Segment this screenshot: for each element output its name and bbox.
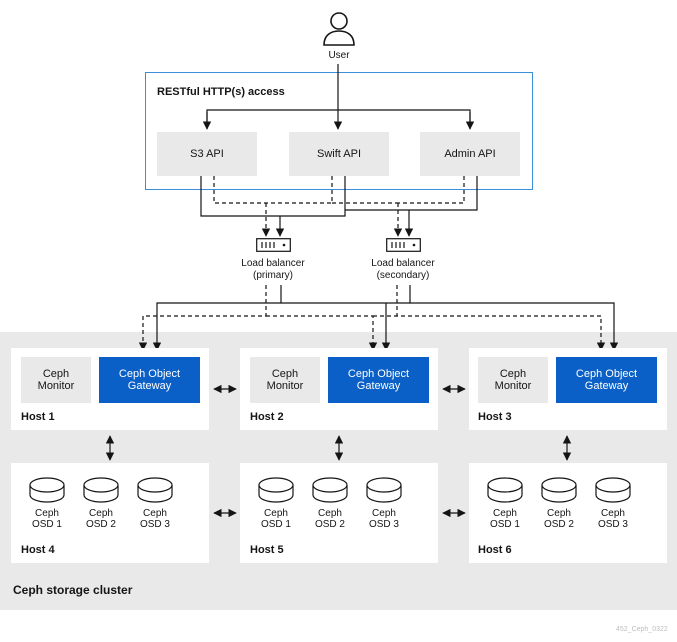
osd-label-line2: OSD 3 [368,519,399,530]
gateway-label-line1: Ceph Object [575,368,638,380]
monitor-label-line2: Monitor [37,380,75,392]
swift-api-box: Swift API [289,132,389,176]
lb-primary-label: Load balancer (primary) [228,258,318,282]
disk-icon [366,476,402,504]
access-title: RESTful HTTP(s) access [157,86,285,98]
load-balancer-icon [386,238,421,252]
osd-label-line1: Ceph [143,508,167,519]
monitor-label-line1: Ceph [42,368,70,380]
gateway-label-line2: Gateway [356,380,401,392]
admin-api-box: Admin API [420,132,520,176]
disk-icon [541,476,577,504]
host-label: Host 1 [21,411,55,423]
osd-label-line1: Ceph [547,508,571,519]
osd-label-line2: OSD 2 [314,519,345,530]
api-label: Admin API [444,148,496,160]
host-label: Host 5 [250,544,284,556]
osd-label-line2: OSD 3 [597,519,628,530]
user-label: User [328,50,350,61]
host-label: Host 3 [478,411,512,423]
monitor-label-line1: Ceph [271,368,299,380]
monitor-label-line2: Monitor [266,380,304,392]
osd-label-line1: Ceph [493,508,517,519]
api-label: S3 API [190,148,224,160]
user-icon [322,10,356,46]
disk-icon [258,476,294,504]
lb-secondary-label: Load balancer (secondary) [358,258,448,282]
lb-label-line2: (primary) [253,270,293,281]
disk-icon [487,476,523,504]
osd-label-line1: Ceph [35,508,59,519]
osd-label-line2: OSD 1 [31,519,62,530]
osd-label-line1: Ceph [89,508,113,519]
api-label: Swift API [316,148,362,160]
host-label: Host 2 [250,411,284,423]
osd-label-line2: OSD 2 [85,519,116,530]
osd-label-line2: OSD 3 [139,519,170,530]
disk-icon [312,476,348,504]
osd-label-line1: Ceph [318,508,342,519]
osd-label-line2: OSD 2 [543,519,574,530]
osd-label-line1: Ceph [264,508,288,519]
osd-label-line2: OSD 1 [489,519,520,530]
disk-icon [83,476,119,504]
monitor-label-line2: Monitor [494,380,532,392]
gateway-label-line1: Ceph Object [347,368,410,380]
osd-label-line2: OSD 1 [260,519,291,530]
monitor-label-line1: Ceph [499,368,527,380]
host-label: Host 4 [21,544,55,556]
load-balancer-icon [256,238,291,252]
disk-icon [595,476,631,504]
host-label: Host 6 [478,544,512,556]
gateway-label-line2: Gateway [584,380,629,392]
gateway-label-line2: Gateway [127,380,172,392]
storage-cluster-label: Ceph storage cluster [13,583,133,597]
gateway-label-line1: Ceph Object [118,368,181,380]
lb-label-line1: Load balancer [371,258,435,269]
s3-api-box: S3 API [157,132,257,176]
figure-id: 452_Ceph_0322 [616,626,668,633]
osd-label-line1: Ceph [372,508,396,519]
lb-label-line2: (secondary) [376,270,430,281]
lb-label-line1: Load balancer [241,258,305,269]
osd-label-line1: Ceph [601,508,625,519]
disk-icon [29,476,65,504]
disk-icon [137,476,173,504]
